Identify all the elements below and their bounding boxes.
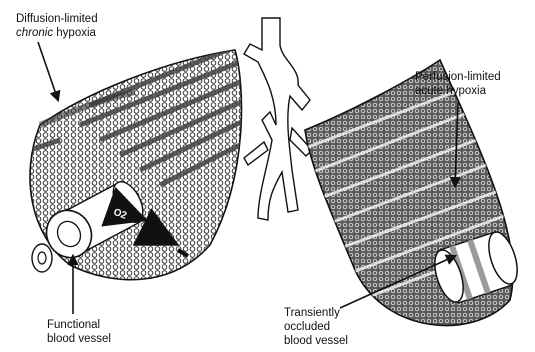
- chronic-word: chronic: [16, 27, 53, 39]
- vessel-cross-section: [32, 244, 52, 272]
- label-chronic-hypoxia: Diffusion-limited chronic hypoxia: [16, 12, 98, 40]
- chronic-line1: Diffusion-limited: [16, 12, 98, 26]
- occluded-line2: occluded: [284, 320, 348, 334]
- acute-line2: acute hypoxia: [415, 84, 501, 98]
- label-occluded-vessel: Transiently occluded blood vessel: [284, 306, 348, 348]
- chronic-line2: chronic hypoxia: [16, 26, 98, 40]
- chronic-pointer: [38, 42, 58, 100]
- chronic-rest: hypoxia: [53, 27, 96, 39]
- acute-line1: Perfusion-limited: [415, 70, 501, 84]
- functional-line2: blood vessel: [47, 332, 111, 346]
- occluded-line1: Transiently: [284, 306, 348, 320]
- label-acute-hypoxia: Perfusion-limited acute hypoxia: [415, 70, 501, 98]
- occluded-line3: blood vessel: [284, 334, 348, 348]
- label-functional-vessel: Functional blood vessel: [47, 318, 111, 346]
- functional-line1: Functional: [47, 318, 111, 332]
- bronchial-tree: [244, 18, 312, 220]
